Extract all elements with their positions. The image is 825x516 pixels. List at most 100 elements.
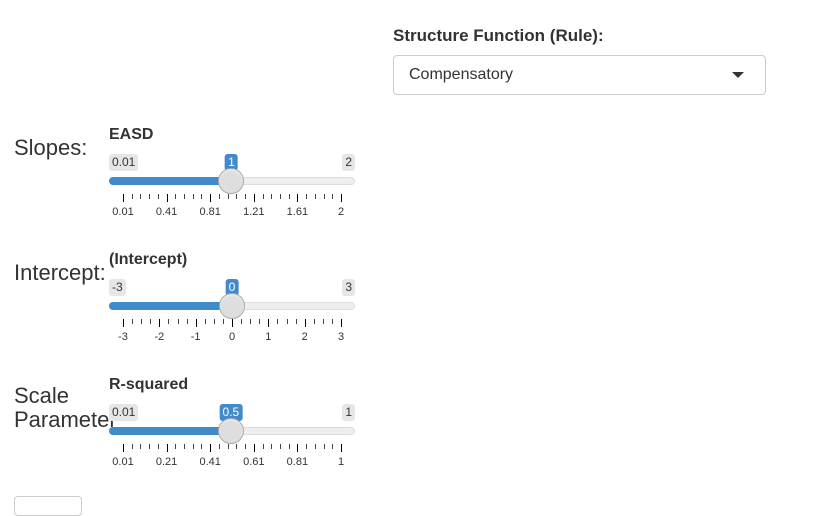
slider-minor-tick: [175, 194, 177, 199]
slider-tick-label: 3: [337, 331, 345, 343]
slider-minor-tick: [331, 319, 333, 324]
chevron-down-icon: [732, 72, 744, 78]
slider-major-tick: [210, 444, 212, 452]
slider-major-tick: [268, 319, 270, 327]
slider-major-tick: [253, 194, 255, 202]
slider-min-label: 0.01: [109, 404, 139, 421]
slopes-label-text: Slopes:: [14, 135, 88, 160]
slider-tick-label: 0: [228, 331, 236, 343]
slider-major-tick: [123, 444, 124, 452]
slider-major-tick: [304, 319, 306, 327]
slider-minor-tick: [222, 319, 224, 324]
slider-minor-tick: [323, 194, 325, 199]
slider-minor-tick: [288, 444, 290, 449]
slider-minor-tick: [149, 194, 151, 199]
slopes-section-label: Slopes:: [14, 135, 87, 161]
easd-slider-title: EASD: [109, 126, 154, 143]
slider-ticks: [109, 444, 355, 454]
slider-min-label: 0.01: [109, 154, 139, 171]
slider-fill: [109, 427, 231, 435]
slider-max-label: 2: [342, 154, 355, 171]
slider-minor-tick: [213, 319, 215, 324]
slider-minor-tick: [175, 444, 177, 449]
slider-handle[interactable]: [218, 168, 245, 194]
slider-minor-tick: [245, 444, 247, 449]
scale-label-line-1: Scale: [14, 383, 70, 408]
slider-major-tick: [232, 319, 233, 327]
slider-min-label: -3: [109, 279, 126, 296]
slider-minor-tick: [286, 319, 288, 324]
slider-minor-tick: [177, 319, 179, 324]
intercept-label-text: Intercept:: [14, 260, 106, 285]
scale-label-line-2: Parameter: [14, 407, 117, 432]
slider-minor-tick: [245, 194, 247, 199]
slider-handle[interactable]: [217, 418, 244, 444]
slider-tick-label: 2: [337, 206, 345, 218]
structure-function-selected-value: Compensatory: [409, 66, 514, 83]
slider-current-value: 0: [225, 279, 239, 296]
slider-minor-tick: [306, 444, 308, 449]
slider-tick-label: 0.41: [155, 206, 178, 218]
slider-major-tick: [166, 194, 168, 202]
slider-handle[interactable]: [219, 293, 245, 319]
slider-minor-tick: [131, 194, 133, 199]
slider-current-value: 1: [225, 154, 238, 171]
slider-minor-tick: [314, 444, 316, 449]
slider-major-tick: [341, 444, 342, 452]
intercept-section-label: Intercept:: [14, 260, 106, 286]
slider-minor-tick: [149, 444, 151, 449]
slider-major-tick: [341, 194, 342, 202]
slider-tick-label: -1: [190, 331, 201, 343]
slider-minor-tick: [184, 444, 186, 449]
slider-major-tick: [341, 319, 342, 327]
slider-minor-tick: [262, 444, 264, 449]
structure-function-label: Structure Function (Rule):: [393, 26, 604, 45]
slider-minor-tick: [314, 194, 316, 199]
slider-minor-tick: [227, 194, 229, 199]
slider-minor-tick: [218, 444, 220, 449]
structure-function-select[interactable]: Compensatory: [393, 55, 766, 95]
slider-minor-tick: [192, 444, 194, 449]
r-squared-slider-title: R-squared: [109, 376, 189, 393]
slider-minor-tick: [150, 319, 152, 324]
slider-tick-label: -3: [118, 331, 128, 343]
slider-max-label: 1: [342, 404, 355, 421]
slider-minor-tick: [332, 444, 334, 449]
slider-major-tick: [159, 319, 161, 327]
slider-minor-tick: [332, 194, 334, 199]
slider-minor-tick: [201, 194, 203, 199]
slider-minor-tick: [192, 194, 194, 199]
slider-minor-tick: [131, 444, 133, 449]
slider-fill: [109, 177, 232, 185]
slider-ticks: [109, 319, 355, 329]
slider-major-tick: [253, 444, 255, 452]
slider-tick-label: 0.81: [199, 206, 221, 218]
bottom-control[interactable]: [14, 496, 82, 516]
slider-minor-tick: [277, 319, 279, 324]
slider-major-tick: [210, 194, 212, 202]
slider-minor-tick: [262, 194, 264, 199]
slider-tick-label: 1.61: [286, 206, 309, 218]
slider-minor-tick: [201, 444, 203, 449]
slider-tick-label: -2: [154, 331, 165, 343]
slider-minor-tick: [186, 319, 188, 324]
slider-minor-tick: [288, 194, 290, 199]
slider-minor-tick: [241, 319, 243, 324]
slider-minor-tick: [157, 444, 159, 449]
slider-fill: [109, 302, 232, 310]
slider-major-tick: [195, 319, 197, 327]
slider-minor-tick: [168, 319, 170, 324]
slider-tick-label: 1: [265, 331, 272, 343]
slider-minor-tick: [204, 319, 206, 324]
slider-minor-tick: [236, 194, 238, 199]
slider-minor-tick: [295, 319, 297, 324]
slider-minor-tick: [313, 319, 315, 324]
slider-minor-tick: [306, 194, 308, 199]
intercept-slider-title: (Intercept): [109, 251, 188, 268]
slider-minor-tick: [323, 444, 325, 449]
slider-minor-tick: [140, 194, 142, 199]
slider-tick-label: 0.01: [112, 456, 134, 468]
